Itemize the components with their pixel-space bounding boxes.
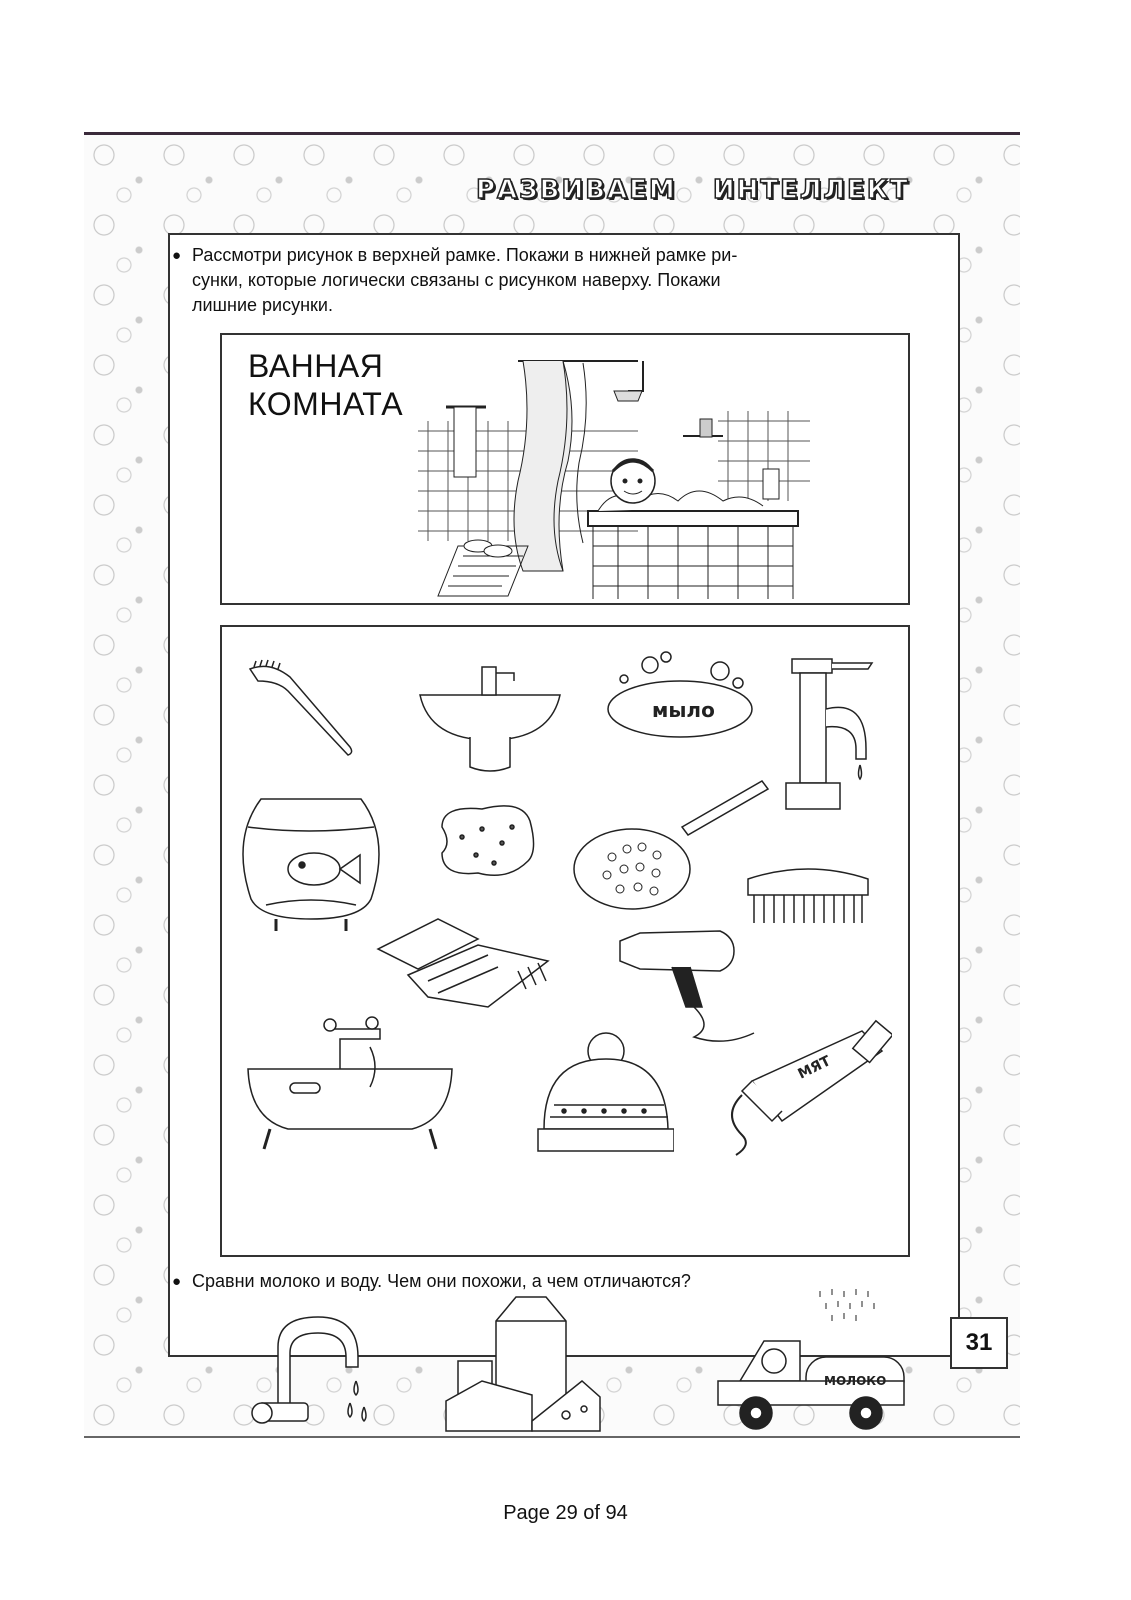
- toothpaste-picture: МЯТ: [722, 1011, 892, 1161]
- knit-hat-picture: [524, 1029, 674, 1159]
- scene-title: ВАННАЯ КОМНАТА: [248, 348, 404, 422]
- water-tap-picture: [238, 1307, 378, 1436]
- bathtub-picture: [240, 1007, 460, 1157]
- comb-picture: [740, 859, 876, 929]
- workbook-page: РАЗВИВАЕМ ИНТЕЛЛЕКТ Рассмотри рисунок в в…: [84, 132, 1020, 1438]
- task-1-instruction: Рассмотри рисунок в верхней рамке. Покаж…: [172, 243, 928, 318]
- dairy-products-picture: [438, 1291, 602, 1436]
- bathroom-scene-box: ВАННАЯ КОМНАТА: [220, 333, 910, 605]
- content-frame: Рассмотри рисунок в верхней рамке. Покаж…: [168, 233, 960, 1432]
- truck-label: МОЛОКО: [824, 1374, 886, 1388]
- items-box: мыло: [220, 625, 910, 1257]
- task-2-instruction: Сравни молоко и воду. Чем они похожи, а …: [172, 1269, 928, 1294]
- hair-dryer-picture: [612, 917, 762, 1057]
- header-word-1: РАЗВИВАЕМ: [475, 174, 677, 206]
- towels-picture: [368, 909, 558, 1019]
- soap-label: мыло: [652, 698, 715, 722]
- page-header: РАЗВИВАЕМ ИНТЕЛЛЕКТ: [475, 174, 910, 206]
- toothbrush-picture: [240, 657, 360, 757]
- sponge-picture: [432, 797, 542, 887]
- pdf-page-indicator: Page 29 of 94: [503, 1502, 628, 1524]
- sink-picture: [410, 645, 570, 775]
- soap-picture: мыло: [600, 647, 760, 747]
- header-word-2: ИНТЕЛЛЕКТ: [712, 174, 910, 206]
- bathroom-illustration: [418, 341, 810, 599]
- faucet-picture: [772, 649, 882, 819]
- workbook-page-number: 31: [950, 1317, 1008, 1369]
- milk-truck-picture: МОЛОКО: [710, 1285, 910, 1436]
- aquarium-picture: [236, 787, 386, 937]
- strainer-picture: [572, 777, 772, 917]
